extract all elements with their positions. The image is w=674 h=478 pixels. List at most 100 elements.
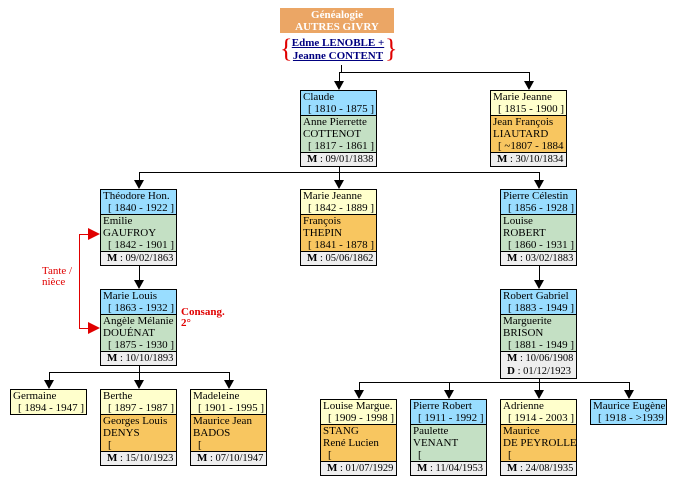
event-label: M [307, 252, 318, 264]
child-section: Germaine[ 1894 - 1947 ] [11, 390, 86, 414]
person-box[interactable]: Marie Jeanne[ 1815 - 1900 ]Jean François… [490, 90, 567, 167]
event-date: : 01/07/1929 [337, 463, 394, 474]
right-brace-icon: } [385, 34, 398, 63]
child-section: Berthe[ 1897 - 1987 ] [101, 390, 176, 415]
child-dates: [ 1894 - 1947 ] [18, 402, 84, 414]
child-name: Madeleine [193, 390, 240, 402]
events-section: M : 09/01/1838 [301, 153, 376, 166]
events-section: M : 30/10/1834 [491, 153, 566, 166]
spouse-first: Emilie [103, 215, 133, 227]
event-row: D : 01/12/1923 [507, 365, 574, 378]
child-name: Pierre Célestin [503, 190, 569, 202]
relation-line [79, 234, 89, 235]
spouse-first: Marguerite [503, 315, 552, 327]
events-section: M : 10/10/1893 [101, 352, 176, 365]
event-date: : 05/06/1862 [317, 253, 374, 264]
spouse-last: ROBERT [503, 227, 546, 239]
page-title: Généalogie AUTRES GIVRY [280, 8, 394, 33]
connector-line [139, 372, 140, 381]
event-label: M [507, 252, 518, 264]
child-name: Berthe [103, 390, 133, 402]
events-section: M : 03/02/1883 [501, 252, 576, 265]
spouse-last: BRISON [503, 327, 544, 339]
connector-line [629, 382, 630, 391]
child-dates: [ 1901 - 1995 ] [198, 402, 264, 414]
spouse-dates: [ 1817 - 1861 ] [308, 140, 374, 152]
child-name: Marie Jeanne [303, 190, 362, 202]
person-box[interactable]: Germaine[ 1894 - 1947 ] [10, 389, 87, 415]
child-name: Adrienne [503, 400, 544, 412]
connector-line [529, 72, 530, 82]
arrow-down-icon [44, 380, 54, 389]
connector-line [139, 262, 140, 281]
connector-line [341, 65, 342, 72]
event-row: M : 30/10/1834 [497, 153, 564, 166]
event-row: M : 10/10/1893 [107, 352, 174, 365]
arrow-down-icon [354, 390, 364, 399]
arrow-down-icon [224, 380, 234, 389]
spouse-dates: [ [198, 439, 202, 451]
arrow-down-icon [134, 380, 144, 389]
connector-line [339, 172, 340, 181]
spouse-last: THEPIN [303, 227, 343, 239]
consanguinity-note: Consang. 2° [181, 306, 225, 329]
spouse-dates: [ 1875 - 1930 ] [108, 339, 174, 351]
root-couple: Edme LENOBLE + Jeanne CONTENT [282, 37, 394, 63]
child-section: Maurice Eugène[ 1918 - >1939 ] [591, 400, 666, 424]
arrow-down-icon [334, 180, 344, 189]
spouse-first: Georges Louis [103, 415, 168, 427]
events-section: M : 05/06/1862 [301, 252, 376, 265]
child-section: Claude[ 1810 - 1875 ] [301, 91, 376, 116]
connector-line [229, 372, 230, 381]
spouse-last: GAUFROY [103, 227, 157, 239]
events-section: M : 01/07/1929 [321, 462, 396, 475]
event-row: M : 09/01/1838 [307, 153, 374, 166]
relation-note: Tante / nièce [42, 265, 73, 288]
person-box[interactable]: Marie Louis[ 1863 - 1932 ]Angèle Mélanie… [100, 289, 177, 366]
event-date: : 01/12/1923 [514, 366, 571, 377]
event-label: M [107, 452, 118, 464]
person-box[interactable]: Maurice Eugène[ 1918 - >1939 ] [590, 399, 667, 425]
child-dates: [ 1909 - 1998 ] [328, 412, 394, 424]
event-label: M [107, 252, 118, 264]
child-dates: [ 1914 - 2003 ] [508, 412, 574, 424]
spouse-last: BADOS [193, 427, 231, 439]
root-couple-link-2[interactable]: Jeanne CONTENT [292, 50, 384, 62]
relation-line [79, 328, 89, 329]
child-dates: [ 1883 - 1949 ] [508, 302, 574, 314]
arrow-down-icon [444, 390, 454, 399]
event-date: : 03/02/1883 [517, 253, 574, 264]
event-row: M : 07/10/1947 [197, 452, 264, 465]
connector-line [359, 382, 630, 383]
event-label: M [507, 352, 518, 364]
child-name: Claude [303, 91, 335, 103]
spouse-dates: [ [328, 449, 332, 461]
spouse-dates: [ [418, 449, 422, 461]
event-date: : 10/10/1893 [117, 353, 174, 364]
spouse-first: Maurice [503, 425, 540, 437]
spouse-dates: [ 1860 - 1931 ] [508, 239, 574, 251]
event-row: M : 01/07/1929 [327, 462, 394, 475]
root-couple-link-1[interactable]: Edme LENOBLE + [291, 37, 385, 49]
event-date: : 30/10/1834 [507, 154, 564, 165]
child-section: Pierre Célestin[ 1856 - 1928 ] [501, 190, 576, 215]
child-section: Marie Jeanne[ 1815 - 1900 ] [491, 91, 566, 116]
